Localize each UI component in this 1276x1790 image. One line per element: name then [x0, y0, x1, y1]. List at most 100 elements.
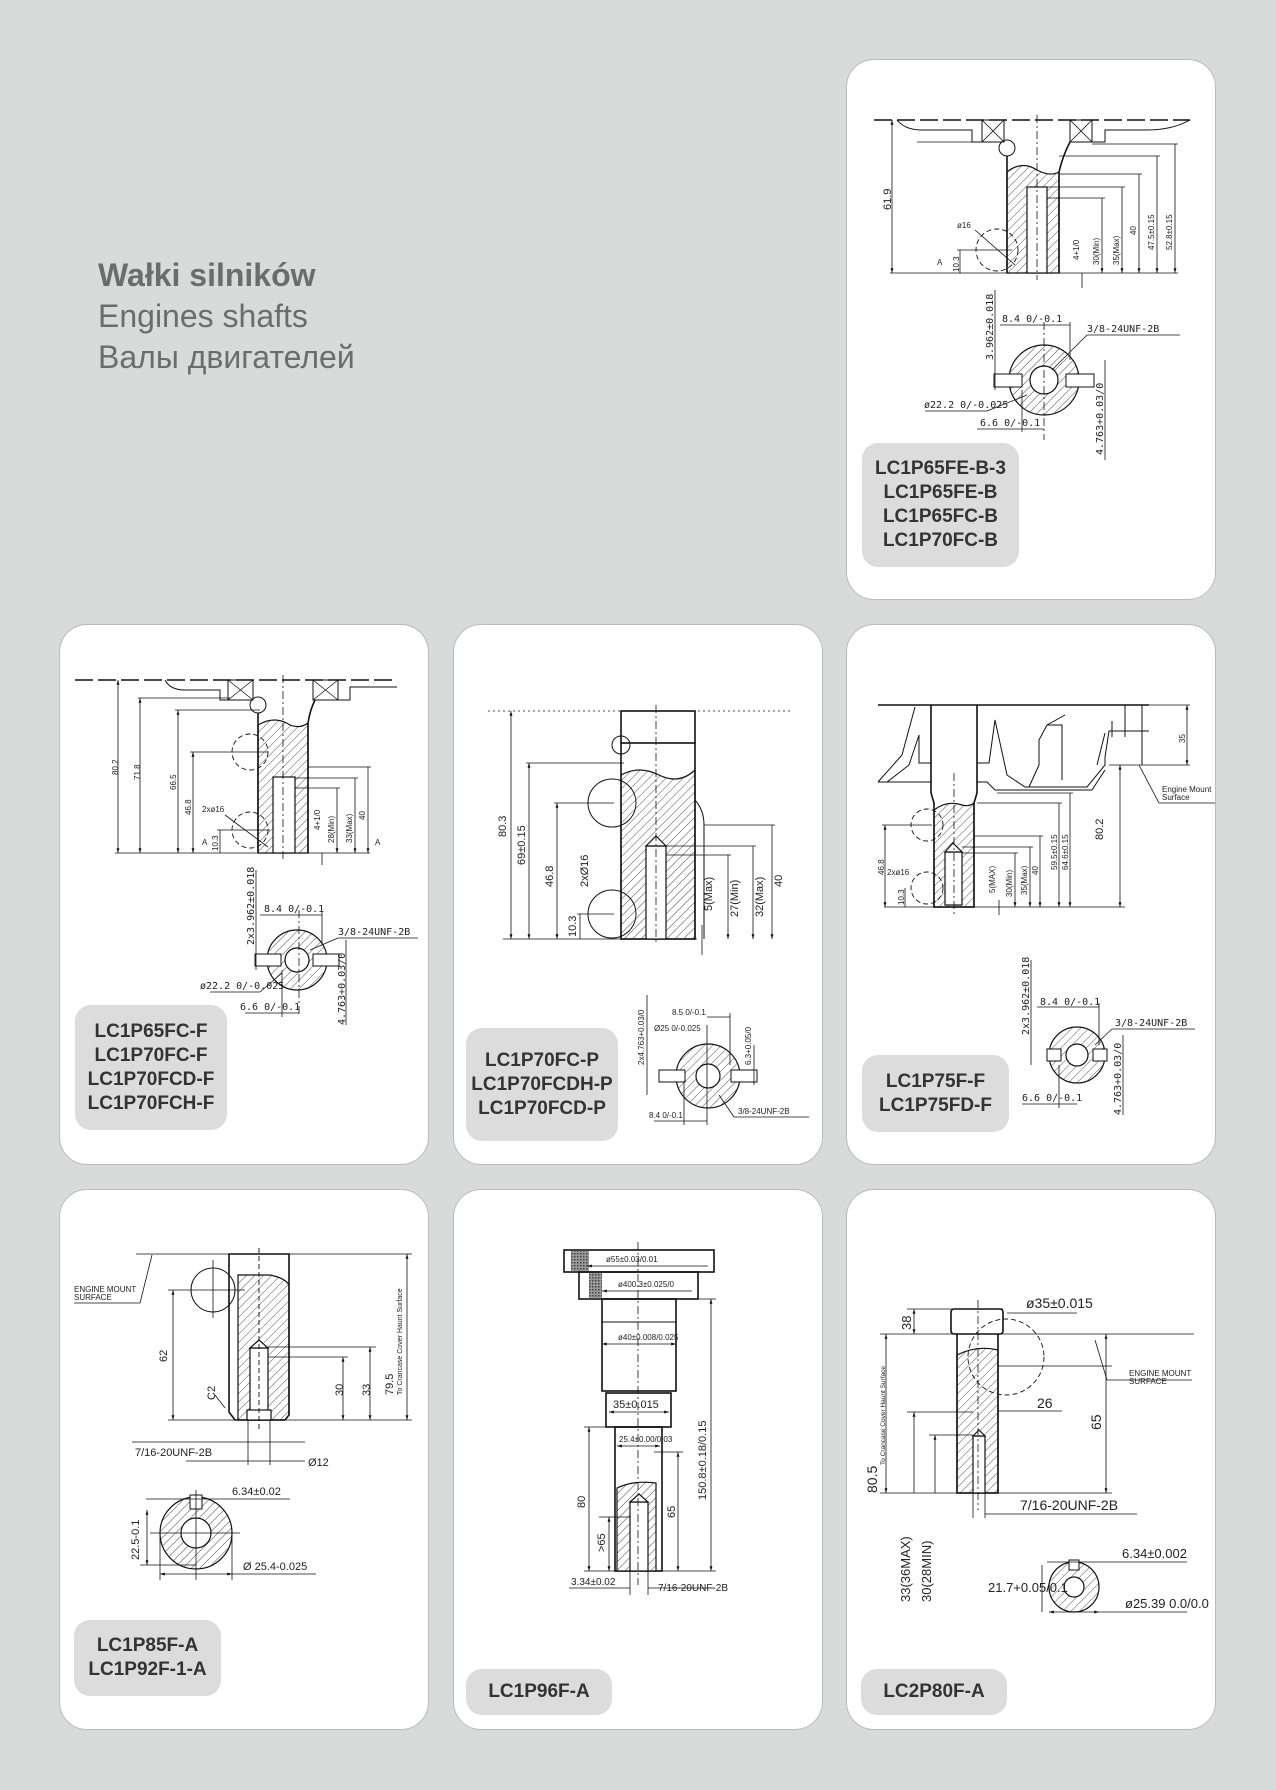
dim-label: 30	[334, 1384, 346, 1396]
dim-label: 6.34±0.002	[1122, 1546, 1187, 1561]
dim-label: 10.3	[952, 256, 961, 272]
dim-label: 47.5±0.15	[1147, 214, 1156, 250]
shaft-drawing: 35 Engine Mount Surface 80.2 46.8 2xø16 …	[877, 704, 1215, 1115]
model-label: LC1P70FC-P LC1P70FCDH-P LC1P70FCD-P	[466, 1028, 618, 1141]
dim-label: C2	[206, 1386, 218, 1400]
engine-mount-note: Engine Mount	[1162, 785, 1212, 794]
model-name: LC1P96F-A	[488, 1681, 590, 1702]
title-polish: Wałki silników	[98, 257, 316, 293]
dim-label: 4.763+0.03/0	[1095, 383, 1106, 455]
dim-label: >65	[596, 1533, 608, 1552]
dim-label: 30(Min)	[1092, 238, 1101, 265]
dim-label: 46.8	[544, 866, 556, 887]
thread-label: 3/8-24UNF-2B	[338, 927, 410, 938]
dim-label: Ø25 0/-0.025	[654, 1024, 701, 1033]
dim-label: Ø 25.4-0.025	[243, 1561, 307, 1573]
dim-label: 66.5	[169, 774, 178, 790]
dim-label: 10.3	[567, 916, 579, 937]
dim-label: 8.4 0/-0.1	[1002, 314, 1062, 325]
dim-label: 46.8	[877, 859, 886, 875]
dim-label: 33(Max)	[345, 813, 354, 843]
dim-label: 80.5	[864, 1466, 880, 1493]
dim-label: 2xØ16	[579, 855, 591, 887]
shaft-drawing: ENGINE MOUNT SURFACE 62 C2 30 33 79.5 To…	[74, 1248, 412, 1580]
dim-label: 25.4±0.00/0.03	[619, 1435, 673, 1444]
reference-note: To Crancase Cover Haunt Surface	[880, 1366, 887, 1465]
dim-label: 26	[1037, 1395, 1053, 1411]
model-name: LC1P70FCD-F	[87, 1068, 215, 1090]
thread-label: 7/16-20UNF-2B	[658, 1583, 728, 1594]
dim-label: 79.5	[384, 1374, 396, 1395]
dim-label: 2x3.962±0.018	[1021, 957, 1032, 1035]
dim-label: 33(36MAX)	[898, 1536, 913, 1602]
shaft-card-lc1p85f-a: ENGINE MOUNT SURFACE 62 C2 30 33 79.5 To…	[59, 1189, 429, 1730]
dim-label: 8.4 0/-0.1	[649, 1111, 683, 1120]
engine-mount-note: ENGINE MOUNT	[74, 1285, 136, 1294]
dim-label: 59.5±0.15	[1050, 834, 1059, 870]
model-name: LC1P65FC-B	[882, 506, 999, 527]
dim-label: 6.6 0/-0.1	[240, 1002, 300, 1013]
model-name: LC1P75F-F	[885, 1070, 986, 1092]
dim-label: 4.763+0.03/0	[1113, 1043, 1124, 1115]
model-name: LC1P70FCD-P	[478, 1097, 606, 1119]
dim-label: ø25.39 0.0/0.0	[1125, 1596, 1209, 1611]
dim-label: 35(Max)	[1020, 865, 1029, 895]
dim-label: 35(Max)	[1112, 235, 1121, 265]
model-label: LC1P96F-A	[466, 1669, 612, 1715]
dim-label: 6.34±0.02	[232, 1486, 281, 1498]
dim-label: 5(MAX)	[988, 866, 997, 893]
model-name: LC1P92F-1-A	[88, 1659, 207, 1680]
dim-label: 27(Min)	[729, 880, 741, 917]
dim-label: 4.763+0.03/0	[337, 953, 348, 1025]
dim-label: 46.8	[184, 799, 193, 815]
dim-label: 3.34±0.02	[571, 1577, 616, 1588]
shaft-card-lc1p65fe-b: 61.9 ø16 10.3 A 4+1/0 30(Min) 35(Max) 40…	[846, 59, 1216, 600]
dim-label: 52.8±0.15	[1165, 214, 1174, 250]
dim-label: 2xø16	[887, 868, 910, 877]
title-russian: Валы двигателей	[98, 339, 355, 375]
shaft-drawing: 61.9 ø16 10.3 A 4+1/0 30(Min) 35(Max) 40…	[874, 115, 1191, 460]
model-name: LC1P65FC-F	[94, 1020, 208, 1042]
model-name: LC1P70FC-F	[94, 1044, 208, 1066]
dim-label: 4+1/0	[313, 809, 322, 830]
dim-label: 28(Min)	[327, 816, 336, 843]
dim-label: 5(Max)	[703, 877, 715, 911]
dim-label: 35±0.015	[613, 1399, 659, 1411]
dim-label: 10.3	[897, 889, 906, 905]
model-name: LC1P65FE-B	[883, 482, 998, 503]
section-marker: A	[375, 838, 381, 847]
dim-label: 22.5-0.1	[130, 1520, 142, 1560]
dim-label: 80	[576, 1496, 588, 1508]
dim-label: 30(Min)	[1005, 870, 1014, 897]
dim-label: 3.962±0.018	[985, 294, 996, 360]
dim-label: 61.9	[882, 189, 894, 210]
model-label: LC1P65FE-B-3 LC1P65FE-B LC1P65FC-B LC1P7…	[862, 443, 1019, 567]
model-name: LC1P70FCH-F	[87, 1092, 215, 1114]
dim-label: 2x3.962±0.018	[246, 867, 257, 945]
shaft-card-lc1p96f-a: ø55±0.03/0.01 ø400.3±0.025/0 ø40±0.008/0…	[453, 1189, 823, 1730]
dim-label: ø35±0.015	[1026, 1295, 1093, 1311]
dim-label: 8.4 0/-0.1	[1040, 997, 1100, 1008]
dim-label: 32(Max)	[754, 877, 766, 917]
dim-label: 150.8±0.18/0.15	[697, 1421, 709, 1500]
model-label: LC1P85F-A LC1P92F-1-A	[74, 1620, 221, 1696]
dim-label: 40	[1129, 226, 1138, 235]
dim-label: 40	[358, 811, 367, 820]
dim-label: 6.6 0/-0.1	[980, 418, 1040, 429]
thread-label: 7/16-20UNF-2B	[1020, 1497, 1118, 1513]
dim-label: 64.6±0.15	[1061, 834, 1070, 870]
model-name: LC1P65FE-B-3	[875, 458, 1006, 479]
dim-label: ø22.2 0/-0.025	[924, 400, 1008, 411]
model-name: LC1P70FC-P	[484, 1049, 600, 1071]
dim-label: 80.2	[111, 759, 120, 775]
dim-label: 35	[1178, 734, 1187, 743]
dim-label: Ø12	[308, 1457, 329, 1469]
engine-mount-note: Surface	[1162, 793, 1190, 802]
dim-label: 65	[666, 1506, 678, 1518]
section-marker: A	[202, 838, 208, 847]
thread-label: 7/16-20UNF-2B	[135, 1447, 212, 1459]
model-name: LC1P70FCDH-P	[471, 1073, 613, 1095]
shaft-drawing: 80.2 71.8 66.5 46.8 2xø16 10.3 A 4+1/0 2…	[75, 675, 418, 1025]
dim-label: 71.8	[133, 764, 142, 780]
dim-label: 10.3	[211, 835, 220, 851]
